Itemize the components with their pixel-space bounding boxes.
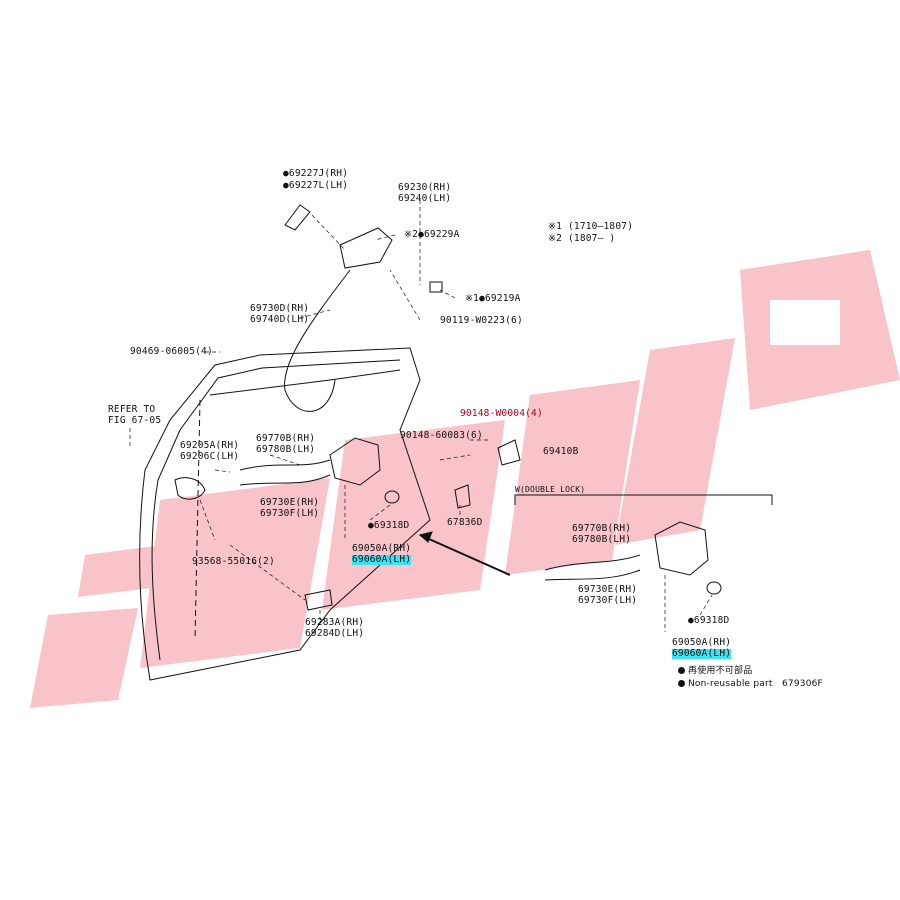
part-69730D[interactable]: 69730D(RH) xyxy=(250,303,310,314)
bullet-icon xyxy=(678,680,685,687)
part-69284D[interactable]: 69284D(LH) xyxy=(305,628,365,639)
part-69219A[interactable]: ※1●69219A xyxy=(465,293,521,304)
handle-assembly xyxy=(339,227,393,269)
double-lock-bracket xyxy=(514,494,773,505)
refer-to-line1: REFER TO xyxy=(108,404,156,415)
part-69230[interactable]: 69230(RH) xyxy=(398,182,452,193)
door-inner-line xyxy=(151,359,401,661)
rear-frame-part xyxy=(304,589,333,611)
part-93568[interactable]: 93568-55016(2) xyxy=(192,556,275,567)
legend-en-text: Non-reusable part xyxy=(688,679,773,689)
legend-cn: 再使用不可部品 xyxy=(678,666,752,676)
part-69730E-b[interactable]: 69730E(RH) xyxy=(578,584,638,595)
door-panel-line xyxy=(194,399,201,641)
inside-handle xyxy=(174,477,206,500)
bullet-icon xyxy=(678,667,685,674)
door-outline xyxy=(139,347,431,681)
part-69060A-a[interactable]: 69060A(LH) xyxy=(352,554,412,565)
leader-lines xyxy=(129,200,713,632)
part-69283A[interactable]: 69283A(RH) xyxy=(305,617,365,628)
part-69780B-a[interactable]: 69780B(LH) xyxy=(256,444,316,455)
part-69227L[interactable]: ●69227L(LH) xyxy=(283,180,349,191)
part-90119[interactable]: 90119-W0223(6) xyxy=(440,315,523,326)
watermark-stroke xyxy=(30,608,138,708)
watermark-logo xyxy=(30,250,900,708)
watermark-engine-cutout xyxy=(770,300,840,345)
legend-en: Non-reusable part xyxy=(678,679,773,689)
lock-cable-b xyxy=(544,554,641,571)
view-arrow xyxy=(419,534,511,576)
cover-67836D xyxy=(454,484,471,509)
refer-to-line2[interactable]: FIG 67-05 xyxy=(108,415,162,426)
part-69205A[interactable]: 69205A(RH) xyxy=(180,440,240,451)
part-69730F-b[interactable]: 69730F(LH) xyxy=(578,595,638,606)
cover-part xyxy=(284,204,311,231)
part-90148-60083[interactable]: 90148-60083(6) xyxy=(400,430,483,441)
part-69770B-b[interactable]: 69770B(RH) xyxy=(572,523,632,534)
part-90148-W0004[interactable]: 90148-W0004(4) xyxy=(460,408,543,419)
control-cable xyxy=(284,269,351,412)
part-90469[interactable]: 90469-06005(4) xyxy=(130,346,213,357)
part-69410B[interactable]: 69410B xyxy=(543,446,579,457)
part-69227J[interactable]: ●69227J(RH) xyxy=(283,168,349,179)
part-69318D-a[interactable]: ●69318D xyxy=(368,520,410,531)
clip-part xyxy=(429,281,443,293)
part-69318D-b[interactable]: ●69318D xyxy=(688,615,730,626)
watermark-stroke xyxy=(140,478,330,668)
part-69240[interactable]: 69240(LH) xyxy=(398,193,452,204)
view-arrowhead xyxy=(418,531,433,543)
part-69060A-b[interactable]: 69060A(LH) xyxy=(672,648,732,659)
grommet-b xyxy=(706,581,722,595)
window-frame xyxy=(209,369,401,396)
legend-cn-text: 再使用不可部品 xyxy=(688,666,753,676)
part-69050A-b[interactable]: 69050A(RH) xyxy=(672,637,732,648)
part-67836D[interactable]: 67836D xyxy=(447,517,483,528)
part-69206C[interactable]: 69206C(LH) xyxy=(180,451,240,462)
note-1: ※1 (1710–1807) xyxy=(548,221,634,232)
double-lock-label: W(DOUBLE LOCK) xyxy=(515,485,586,494)
watermark-stroke xyxy=(505,380,640,575)
lock-cable-b xyxy=(544,569,641,581)
part-69730F-a[interactable]: 69730F(LH) xyxy=(260,508,320,519)
door-lock-assembly xyxy=(329,437,381,486)
note-2: ※2 (1807– ) xyxy=(548,233,616,244)
lock-cable xyxy=(239,459,331,471)
figure-code: 679306F xyxy=(782,679,823,689)
double-lock-assembly xyxy=(654,521,709,576)
watermark-stroke xyxy=(615,338,735,545)
grommet xyxy=(384,490,400,504)
striker xyxy=(497,439,521,466)
part-69730E-a[interactable]: 69730E(RH) xyxy=(260,497,320,508)
part-69740D[interactable]: 69740D(LH) xyxy=(250,314,310,325)
part-69780B-b[interactable]: 69780B(LH) xyxy=(572,534,632,545)
part-69770B-a[interactable]: 69770B(RH) xyxy=(256,433,316,444)
part-69229A[interactable]: ※2●69229A xyxy=(404,229,460,240)
lock-cable xyxy=(239,474,331,486)
watermark-stroke xyxy=(322,420,505,610)
part-69050A-a[interactable]: 69050A(RH) xyxy=(352,543,412,554)
